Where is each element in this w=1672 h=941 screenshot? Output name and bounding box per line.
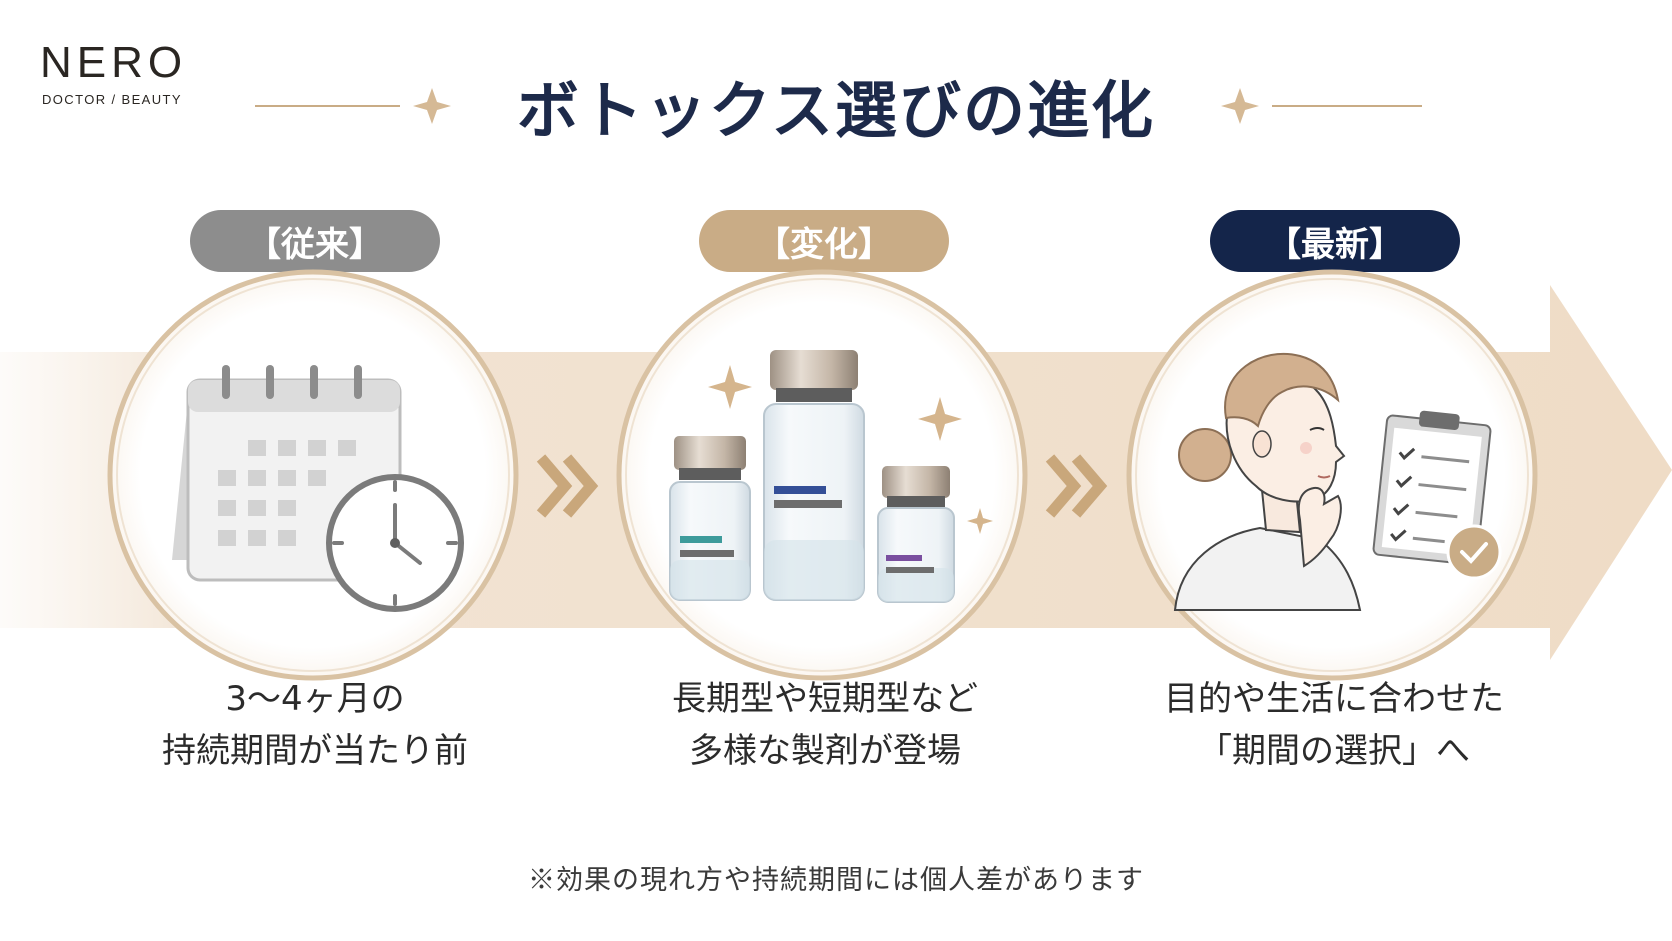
caption-line: 目的や生活に合わせた <box>1164 679 1504 719</box>
caption-line: 長期型や短期型など <box>672 679 978 719</box>
stage-label-change: 【変化】 <box>699 210 949 272</box>
stage-caption-past: 3～4ヶ月の 持続期間が当たり前 <box>75 673 555 777</box>
stage-caption-change: 長期型や短期型など 多様な製剤が登場 <box>585 673 1065 777</box>
calendar-clock-icon <box>172 365 464 612</box>
vials-icon <box>669 350 993 603</box>
brand-logo: NERO <box>40 38 188 87</box>
caption-line: 多様な製剤が登場 <box>689 731 961 771</box>
stage-label-past: 【従来】 <box>190 210 440 272</box>
brand-tagline: DOCTOR / BEAUTY <box>42 92 182 107</box>
caption-line: 「期間の選択」へ <box>1198 731 1470 771</box>
title-ornament <box>255 88 1422 124</box>
caption-line: 3～4ヶ月の <box>225 679 405 719</box>
disclaimer-note: ※効果の現れ方や持続期間には個人差があります <box>528 865 1144 896</box>
stage-label-latest: 【最新】 <box>1210 210 1460 272</box>
caption-line: 持続期間が当たり前 <box>162 731 468 771</box>
woman-checklist-icon <box>1173 352 1502 611</box>
chevron-right-icon <box>536 454 599 518</box>
page-title: ボトックス選びの進化 <box>516 74 1156 147</box>
stage-caption-latest: 目的や生活に合わせた 「期間の選択」へ <box>1094 673 1574 777</box>
chevron-right-icon <box>1045 454 1108 518</box>
